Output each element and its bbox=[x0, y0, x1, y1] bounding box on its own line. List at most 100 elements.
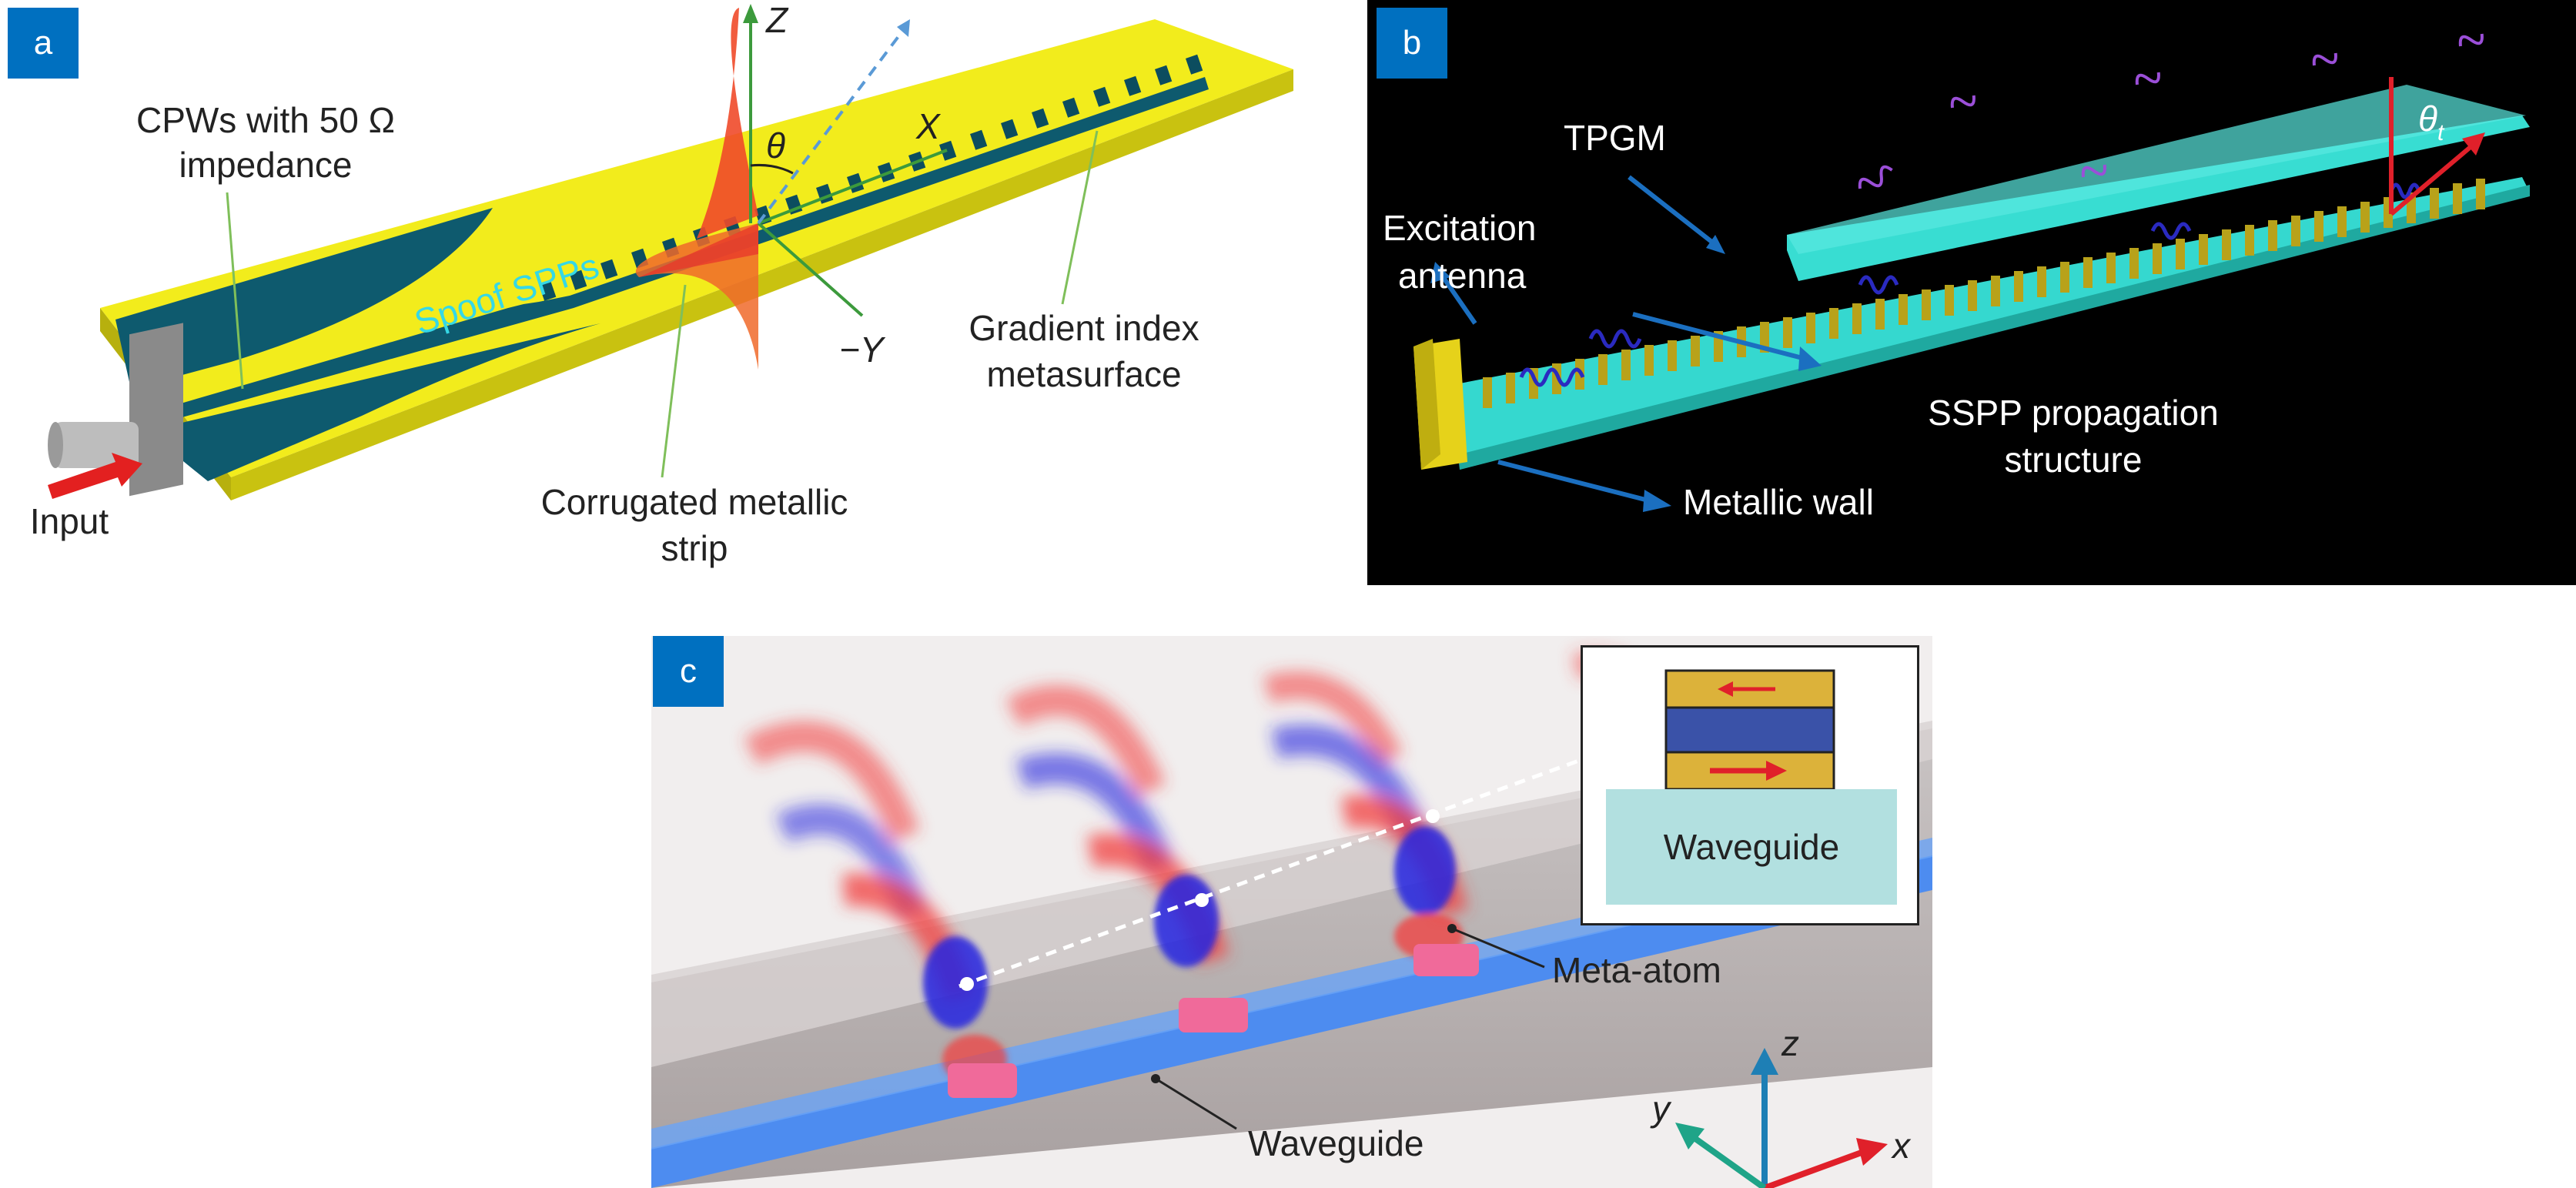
inset-top-arrowhead bbox=[1718, 681, 1733, 697]
tpgm-callout-arrowhead bbox=[1706, 235, 1725, 254]
theta-arc bbox=[750, 164, 794, 175]
wavefront-dot-1 bbox=[960, 977, 974, 991]
panel-b-figure: TPGM θt Excitation antenna SSPP propagat… bbox=[1383, 33, 2530, 522]
radiated-wave-1 bbox=[1858, 165, 1893, 189]
meta-atom-2 bbox=[1179, 998, 1248, 1032]
panel-a-badge: a bbox=[8, 8, 79, 79]
inset-waveguide-label: Waveguide bbox=[1664, 827, 1839, 867]
metallic-wall-side bbox=[1413, 339, 1440, 470]
axis-z-label: z bbox=[1781, 1023, 1799, 1063]
sspp-callout-arrowhead bbox=[1798, 346, 1822, 371]
axis-x-line bbox=[758, 149, 948, 225]
axis-y-label: y bbox=[1650, 1089, 1672, 1129]
radiated-wave-6 bbox=[2458, 33, 2484, 47]
corrugated-leader-line bbox=[661, 284, 687, 478]
input-arrow-icon bbox=[48, 453, 142, 499]
cpw-leader-line bbox=[226, 192, 244, 390]
input-label: Input bbox=[30, 501, 109, 541]
panel-a-figure: CPWs with 50 Ω impedance Input Spoof SPP… bbox=[30, 0, 1293, 568]
waveguide-label: Waveguide bbox=[1248, 1123, 1423, 1163]
sspp-label-line2: structure bbox=[2005, 440, 2143, 480]
beam-direction-arrowhead bbox=[897, 19, 910, 37]
meta-atom-1 bbox=[948, 1063, 1017, 1098]
corrugated-strip bbox=[139, 77, 1209, 427]
wall-callout-arrowhead bbox=[1643, 490, 1671, 512]
axis-x-arrowhead bbox=[1856, 1138, 1888, 1166]
waveguide-leader-dot bbox=[1151, 1074, 1160, 1083]
wave-3 bbox=[1858, 275, 1899, 295]
gradient-label-line1: Gradient index bbox=[969, 308, 1199, 348]
radiated-wave-4 bbox=[2135, 72, 2160, 85]
axis-y-arrowhead bbox=[1675, 1123, 1705, 1150]
radiation-arrow-line bbox=[2390, 140, 2477, 216]
meta-atom-3 bbox=[1413, 944, 1479, 976]
meta-atom-label: Meta-atom bbox=[1552, 950, 1721, 990]
axis-negy-line bbox=[757, 222, 864, 317]
wave-1 bbox=[1519, 367, 1585, 387]
tpgm-callout-line bbox=[1628, 175, 1719, 249]
inset-middle-layer bbox=[1664, 706, 1835, 754]
corrugated-label-line2: strip bbox=[661, 528, 728, 568]
inset-figure: Waveguide bbox=[1606, 669, 1897, 905]
inset-box: Waveguide bbox=[1581, 645, 1919, 925]
connector-pin-end bbox=[48, 422, 63, 468]
wavefront-line bbox=[958, 726, 1668, 989]
cpw-label-line1: CPWs with 50 Ω bbox=[136, 100, 395, 140]
inset-bottom-arrowhead bbox=[1766, 761, 1787, 781]
radiated-wave-3 bbox=[2081, 164, 2106, 178]
panel-b-badge: b bbox=[1377, 8, 1447, 79]
panel-c: Meta-atom Waveguide z y x Waveguide c bbox=[651, 636, 1932, 1188]
tpgm-label: TPGM bbox=[1564, 118, 1666, 158]
theta-t-label: θt bbox=[2418, 99, 2445, 146]
substrate-side bbox=[231, 69, 1293, 500]
axis-z-label: Z bbox=[765, 0, 789, 40]
waveguide-leader bbox=[1155, 1077, 1237, 1130]
excitation-callout-line bbox=[1438, 272, 1477, 325]
radiation-arrowhead bbox=[2462, 132, 2485, 156]
wave-5 bbox=[2389, 182, 2421, 199]
sspp-callout-line bbox=[1632, 312, 1803, 360]
excitation-callout-arrowhead bbox=[1430, 262, 1450, 283]
field-profile-upper bbox=[697, 8, 758, 239]
sspp-label-line1: SSPP propagation bbox=[1928, 393, 2219, 433]
panel-a: CPWs with 50 Ω impedance Input Spoof SPP… bbox=[0, 0, 1370, 593]
excitation-label-line1: Excitation bbox=[1383, 208, 1536, 248]
radiated-wave-5 bbox=[2312, 52, 2337, 66]
cpw-label-line2: impedance bbox=[179, 145, 352, 185]
axis-x-label: X bbox=[915, 106, 942, 146]
wave-2 bbox=[1588, 329, 1642, 349]
radiated-wave-2 bbox=[1950, 95, 1975, 109]
corrugated-label-line1: Corrugated metallic bbox=[541, 482, 848, 522]
panel-c-badge: c bbox=[653, 636, 724, 707]
meta-atom-leader bbox=[1451, 927, 1545, 969]
wavefront-dot-3 bbox=[1426, 809, 1440, 823]
excitation-label-line2: antenna bbox=[1398, 256, 1527, 296]
wall-callout-line bbox=[1497, 460, 1649, 503]
theta-t-symbol: θ bbox=[2418, 99, 2437, 139]
gradient-leader-line bbox=[1061, 130, 1099, 305]
cpw-ground-upper bbox=[115, 208, 493, 389]
theta-label: θ bbox=[766, 125, 785, 166]
axis-z-arrowhead bbox=[1751, 1048, 1778, 1075]
metallic-wall-label: Metallic wall bbox=[1683, 482, 1874, 522]
theta-t-subscript: t bbox=[2437, 120, 2445, 146]
axis-negy-label: −Y bbox=[839, 330, 886, 370]
axis-y-line bbox=[1690, 1133, 1767, 1188]
sspp-corrugations bbox=[1483, 179, 2485, 408]
cpw-ground-lower bbox=[146, 323, 601, 481]
waveguide-strip bbox=[651, 855, 1932, 1188]
gradient-label-line2: metasurface bbox=[986, 354, 1181, 394]
wavefront-dot-2 bbox=[1195, 893, 1209, 907]
axis-z-arrowhead bbox=[743, 4, 758, 23]
axis-x-line bbox=[1763, 1147, 1869, 1188]
tpgm-plate bbox=[1787, 115, 2530, 281]
field-profile-base bbox=[639, 223, 758, 277]
meta-atom-leader-dot bbox=[1447, 924, 1457, 933]
connector-flange bbox=[129, 323, 183, 497]
inset-waveguide-block bbox=[1606, 789, 1897, 905]
axis-x-label: x bbox=[1891, 1126, 1912, 1166]
tpgm-plate-top bbox=[1787, 85, 2526, 254]
wave-4 bbox=[2150, 222, 2192, 240]
beam-direction-line bbox=[757, 22, 910, 225]
panel-b: TPGM θt Excitation antenna SSPP propagat… bbox=[1367, 0, 2576, 585]
